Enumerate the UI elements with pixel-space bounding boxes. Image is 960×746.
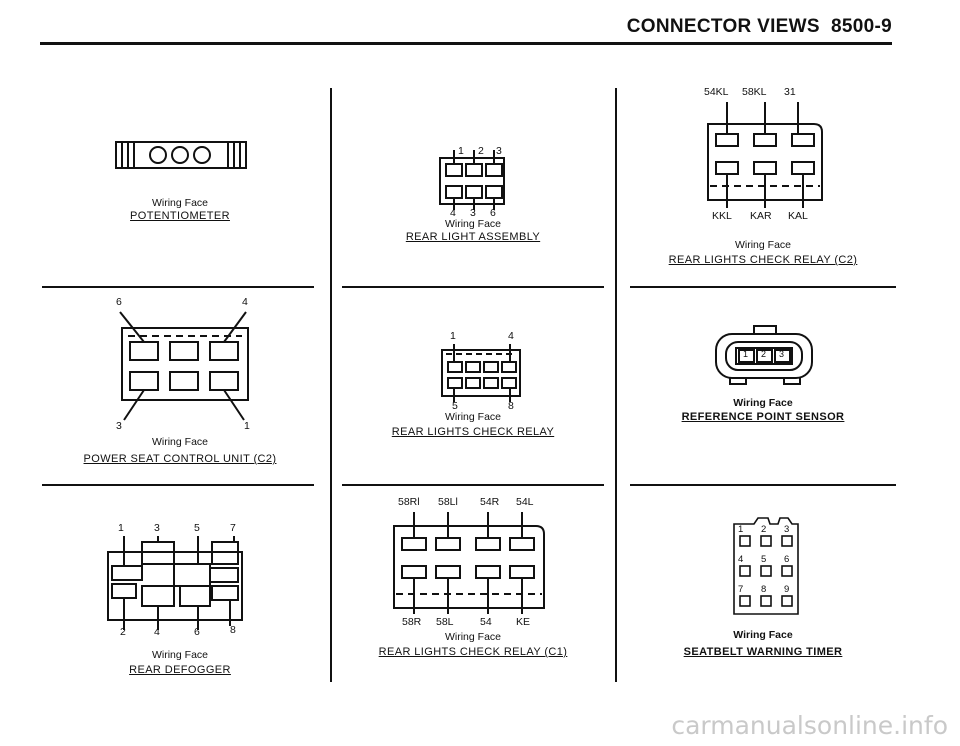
- pin-label: 5: [452, 400, 458, 412]
- column-divider-left: [330, 88, 332, 682]
- pin-label: 2: [761, 524, 767, 535]
- rlcr-c1-connector-drawing: [393, 512, 545, 614]
- pin-label: 58R: [402, 616, 422, 628]
- pin-label: 6: [784, 554, 790, 565]
- panel-ref-sensor: 1 2 3 Wiring Face REFERENCE POINT SENSOR: [618, 292, 908, 478]
- panel-rear-light-assembly: 1 2 3 4 3 6 Wiring Face REAR LIGHT ASSEM…: [332, 90, 614, 280]
- row-divider-1-col-3: [630, 286, 896, 288]
- potentiometer-title: POTENTIOMETER: [130, 210, 230, 222]
- rear-light-assembly-caption: Wiring Face: [444, 218, 501, 230]
- pin-label: 6: [490, 207, 496, 219]
- pin-label: 9: [784, 584, 790, 595]
- pin-label: KKL: [712, 210, 732, 222]
- pin-label: 31: [784, 86, 796, 98]
- row-divider-2-col-3: [630, 484, 896, 486]
- rlcr-title: REAR LIGHTS CHECK RELAY: [391, 426, 555, 438]
- pin-label: 8: [761, 584, 767, 595]
- potentiometer-connector-drawing: [115, 141, 247, 169]
- pin-label: KAL: [788, 210, 808, 222]
- pin-label: 5: [761, 554, 767, 565]
- pin-label: 58Ll: [438, 496, 458, 508]
- seatbelt-title: SEATBELT WARNING TIMER: [683, 646, 843, 658]
- pin-label: 8: [230, 624, 236, 636]
- pin-label: 1: [450, 330, 456, 342]
- rear-defogger-connector-drawing: [107, 536, 243, 630]
- pin-label: 8: [508, 400, 514, 412]
- pin-label: 6: [194, 626, 200, 638]
- pin-label: 54KL: [704, 86, 729, 98]
- pin-label: 3: [784, 524, 790, 535]
- row-divider-1-col-2: [342, 286, 604, 288]
- page-number: 8500-9: [831, 16, 892, 37]
- pin-label: 58Rl: [398, 496, 420, 508]
- pin-label: 54L: [516, 496, 534, 508]
- page-header: CONNECTOR VIEWS 8500-9: [627, 16, 892, 38]
- column-divider-right: [615, 88, 617, 682]
- ref-sensor-caption: Wiring Face: [733, 397, 793, 409]
- panel-seatbelt: 1 2 3 4 5 6 7 8 9 Wiring Face SEATBELT W…: [618, 490, 908, 690]
- row-divider-1-col-1: [42, 286, 314, 288]
- rlcr-c2-caption: Wiring Face: [734, 239, 791, 251]
- pin-label: KE: [516, 616, 531, 628]
- panel-rear-defogger: 1 3 5 7 2 4 6 8 Wiring Face REAR DEFOGGE…: [40, 490, 320, 690]
- seatbelt-connector-drawing: [733, 517, 799, 615]
- pin-label: 58L: [436, 616, 454, 628]
- rear-defogger-title: REAR DEFOGGER: [129, 664, 231, 676]
- rlcr-c1-title: REAR LIGHTS CHECK RELAY (C1): [378, 646, 568, 658]
- watermark: carmanualsonline.info: [671, 711, 948, 740]
- potentiometer-caption: Wiring Face: [151, 197, 208, 209]
- header-title: CONNECTOR VIEWS: [626, 16, 820, 37]
- pin-label: 4: [508, 330, 514, 342]
- pin-label: 6: [116, 296, 122, 308]
- pin-label: 7: [738, 584, 744, 595]
- pin-label: 7: [230, 522, 236, 534]
- rear-defogger-caption: Wiring Face: [151, 649, 208, 661]
- panel-rlcr-c2: 54KL 58KL 31 KKL KAR KAL Wiring Face REA…: [618, 80, 908, 280]
- rlcr-c2-connector-drawing: [707, 102, 823, 208]
- panel-rlcr: 1 4 5 8 Wiring Face REAR LIGHTS CHECK RE…: [332, 292, 614, 478]
- rlcr-caption: Wiring Face: [444, 411, 501, 423]
- pin-label: 5: [194, 522, 200, 534]
- pin-label: 3: [779, 349, 785, 359]
- pin-label: 1: [738, 524, 744, 535]
- panel-rlcr-c1: 58Rl 58Ll 54R 54L 58R 58L 54 KE Wiring F…: [332, 490, 614, 690]
- rear-light-assembly-title: REAR LIGHT ASSEMBLY: [405, 231, 541, 243]
- pin-label: KAR: [750, 210, 772, 222]
- pin-label: 3: [496, 145, 502, 157]
- pin-label: 2: [478, 145, 484, 157]
- pin-label: 4: [154, 626, 160, 638]
- pin-label: 3: [116, 420, 122, 432]
- pin-label: 1: [244, 420, 250, 432]
- panel-potentiometer: Wiring Face POTENTIOMETER: [40, 90, 320, 280]
- pin-label: 3: [154, 522, 160, 534]
- row-divider-2-col-2: [342, 484, 604, 486]
- header-rule: [40, 42, 892, 45]
- pin-label: 58KL: [742, 86, 767, 98]
- rlcr-c2-title: REAR LIGHTS CHECK RELAY (C2): [668, 254, 858, 266]
- row-divider-2-col-1: [42, 484, 314, 486]
- pin-label: 2: [120, 626, 126, 638]
- ref-sensor-title: REFERENCE POINT SENSOR: [681, 411, 845, 423]
- power-seat-title: POWER SEAT CONTROL UNIT (C2): [83, 453, 277, 465]
- pin-label: 2: [761, 349, 767, 359]
- panel-power-seat: 6 4 3 1 Wiring Face POWER SEAT CONTROL U…: [40, 292, 320, 478]
- pin-label: 1: [743, 349, 749, 359]
- pin-label: 54: [480, 616, 492, 628]
- seatbelt-caption: Wiring Face: [733, 629, 793, 641]
- rear-light-assembly-connector-drawing: [439, 150, 505, 210]
- power-seat-connector-drawing: [119, 311, 249, 421]
- pin-label: 1: [118, 522, 124, 534]
- pin-label: 4: [242, 296, 248, 308]
- power-seat-caption: Wiring Face: [151, 436, 208, 448]
- pin-label: 3: [470, 207, 476, 219]
- pin-label: 4: [738, 554, 744, 565]
- pin-label: 1: [458, 145, 464, 157]
- rlcr-connector-drawing: [441, 344, 521, 402]
- pin-label: 4: [450, 207, 456, 219]
- pin-label: 54R: [480, 496, 500, 508]
- ref-sensor-connector-drawing: [715, 325, 813, 385]
- rlcr-c1-caption: Wiring Face: [444, 631, 501, 643]
